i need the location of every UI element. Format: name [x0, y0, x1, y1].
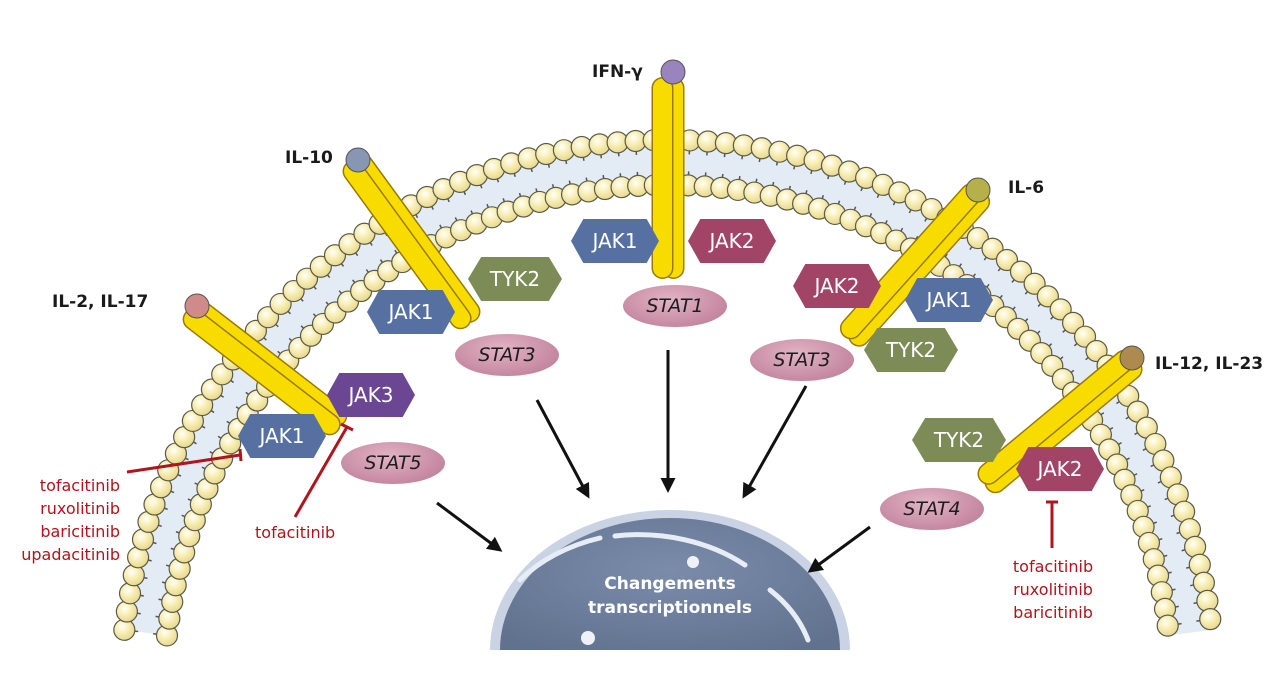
kinase-jak2-ifn: JAK2: [688, 219, 776, 263]
lipid-head: [200, 378, 224, 401]
drug-name: baricitinib: [1013, 603, 1093, 622]
lipid-head: [118, 582, 142, 605]
lipid-head: [1156, 614, 1179, 637]
inhibitor-bar-jak1: [238, 448, 243, 462]
stat1: STAT1: [623, 285, 727, 327]
cytokine-ligand: [184, 293, 210, 319]
drug-name: tofacitinib: [39, 476, 120, 495]
kinase-jak2-il12: JAK2: [1016, 447, 1104, 491]
inhibitor-line-jak1: [126, 453, 241, 474]
cytokine-ligand: [660, 59, 686, 85]
nucleus-label: Changements transcriptionnels: [540, 572, 800, 620]
inhibitor-list-jak2: tofacitinib ruxolitinib baricitinib: [993, 555, 1113, 624]
cytokine-label-il6: IL-6: [1008, 178, 1045, 198]
drug-name: upadacitinib: [21, 545, 120, 564]
kinase-jak2-il6: JAK2: [793, 264, 881, 308]
arrow-stat3-left: [535, 399, 590, 499]
nucleus-label-line2: transcriptionnels: [588, 598, 752, 618]
kinase-tyk2-il6: TYK2: [864, 328, 958, 372]
stat3-il6: STAT3: [750, 339, 854, 381]
kinase-jak1-ifn: JAK1: [571, 219, 659, 263]
cytokine-ligand: [965, 177, 991, 203]
signal-arrows: [436, 350, 871, 573]
cytokine-label-ifn-gamma: IFN-γ: [592, 62, 643, 82]
drug-name: tofacitinib: [1012, 557, 1094, 576]
kinase-tyk2-il12: TYK2: [912, 418, 1006, 462]
receptor-chain: [978, 351, 1134, 484]
inhibitor-list-jak3: tofacitinib: [255, 521, 335, 544]
receptor-chain: [841, 184, 981, 338]
arrow-stat4: [807, 525, 871, 573]
receptors: [182, 59, 1145, 494]
lipid-head: [1188, 553, 1211, 576]
cytokine-label-il12-il23: IL-12, IL-23: [1155, 354, 1264, 374]
kinase-jak3-il2: JAK3: [327, 373, 415, 417]
nucleus-label-line1: Changements: [604, 574, 736, 594]
arrow-stat5: [436, 501, 503, 552]
receptor-chain: [184, 309, 340, 434]
cytokine-label-il2-il17: IL-2, IL-17: [52, 292, 149, 312]
lipid-head: [1192, 571, 1215, 594]
stat4: STAT4: [880, 488, 984, 530]
stat5: STAT5: [341, 442, 445, 484]
receptor-chain: [190, 301, 346, 426]
drug-name: tofacitinib: [255, 523, 336, 542]
inhibitor-line-jak3: [293, 426, 349, 518]
cytokine-label-il10: IL-10: [285, 148, 333, 168]
kinase-jak1-il6: JAK1: [905, 278, 993, 322]
kinase-tyk2-il10: TYK2: [468, 257, 562, 301]
kinase-jak1-il10: JAK1: [367, 290, 455, 334]
arrow-stat3-right: [742, 385, 808, 499]
lipid-head: [1199, 608, 1222, 631]
cytokine-ligand: [1119, 345, 1145, 371]
stat3-il10: STAT3: [455, 334, 559, 376]
cytokine-ligand: [345, 147, 371, 173]
nucleus: [490, 510, 850, 650]
lipid-head: [1196, 589, 1219, 612]
receptor-chain: [352, 155, 479, 322]
inhibitor-list-jak1: tofacitinib ruxolitinib baricitinib upad…: [0, 474, 120, 566]
drug-name: ruxolitinib: [40, 499, 120, 518]
kinase-jak1-il2: JAK1: [238, 414, 326, 458]
lipid-head: [113, 618, 136, 641]
inhibitor-bar-jak3: [340, 422, 354, 432]
drug-name: baricitinib: [40, 522, 120, 541]
drug-name: ruxolitinib: [1013, 580, 1093, 599]
lipid-head: [115, 600, 138, 623]
inhibitor-lines: [126, 422, 1058, 548]
